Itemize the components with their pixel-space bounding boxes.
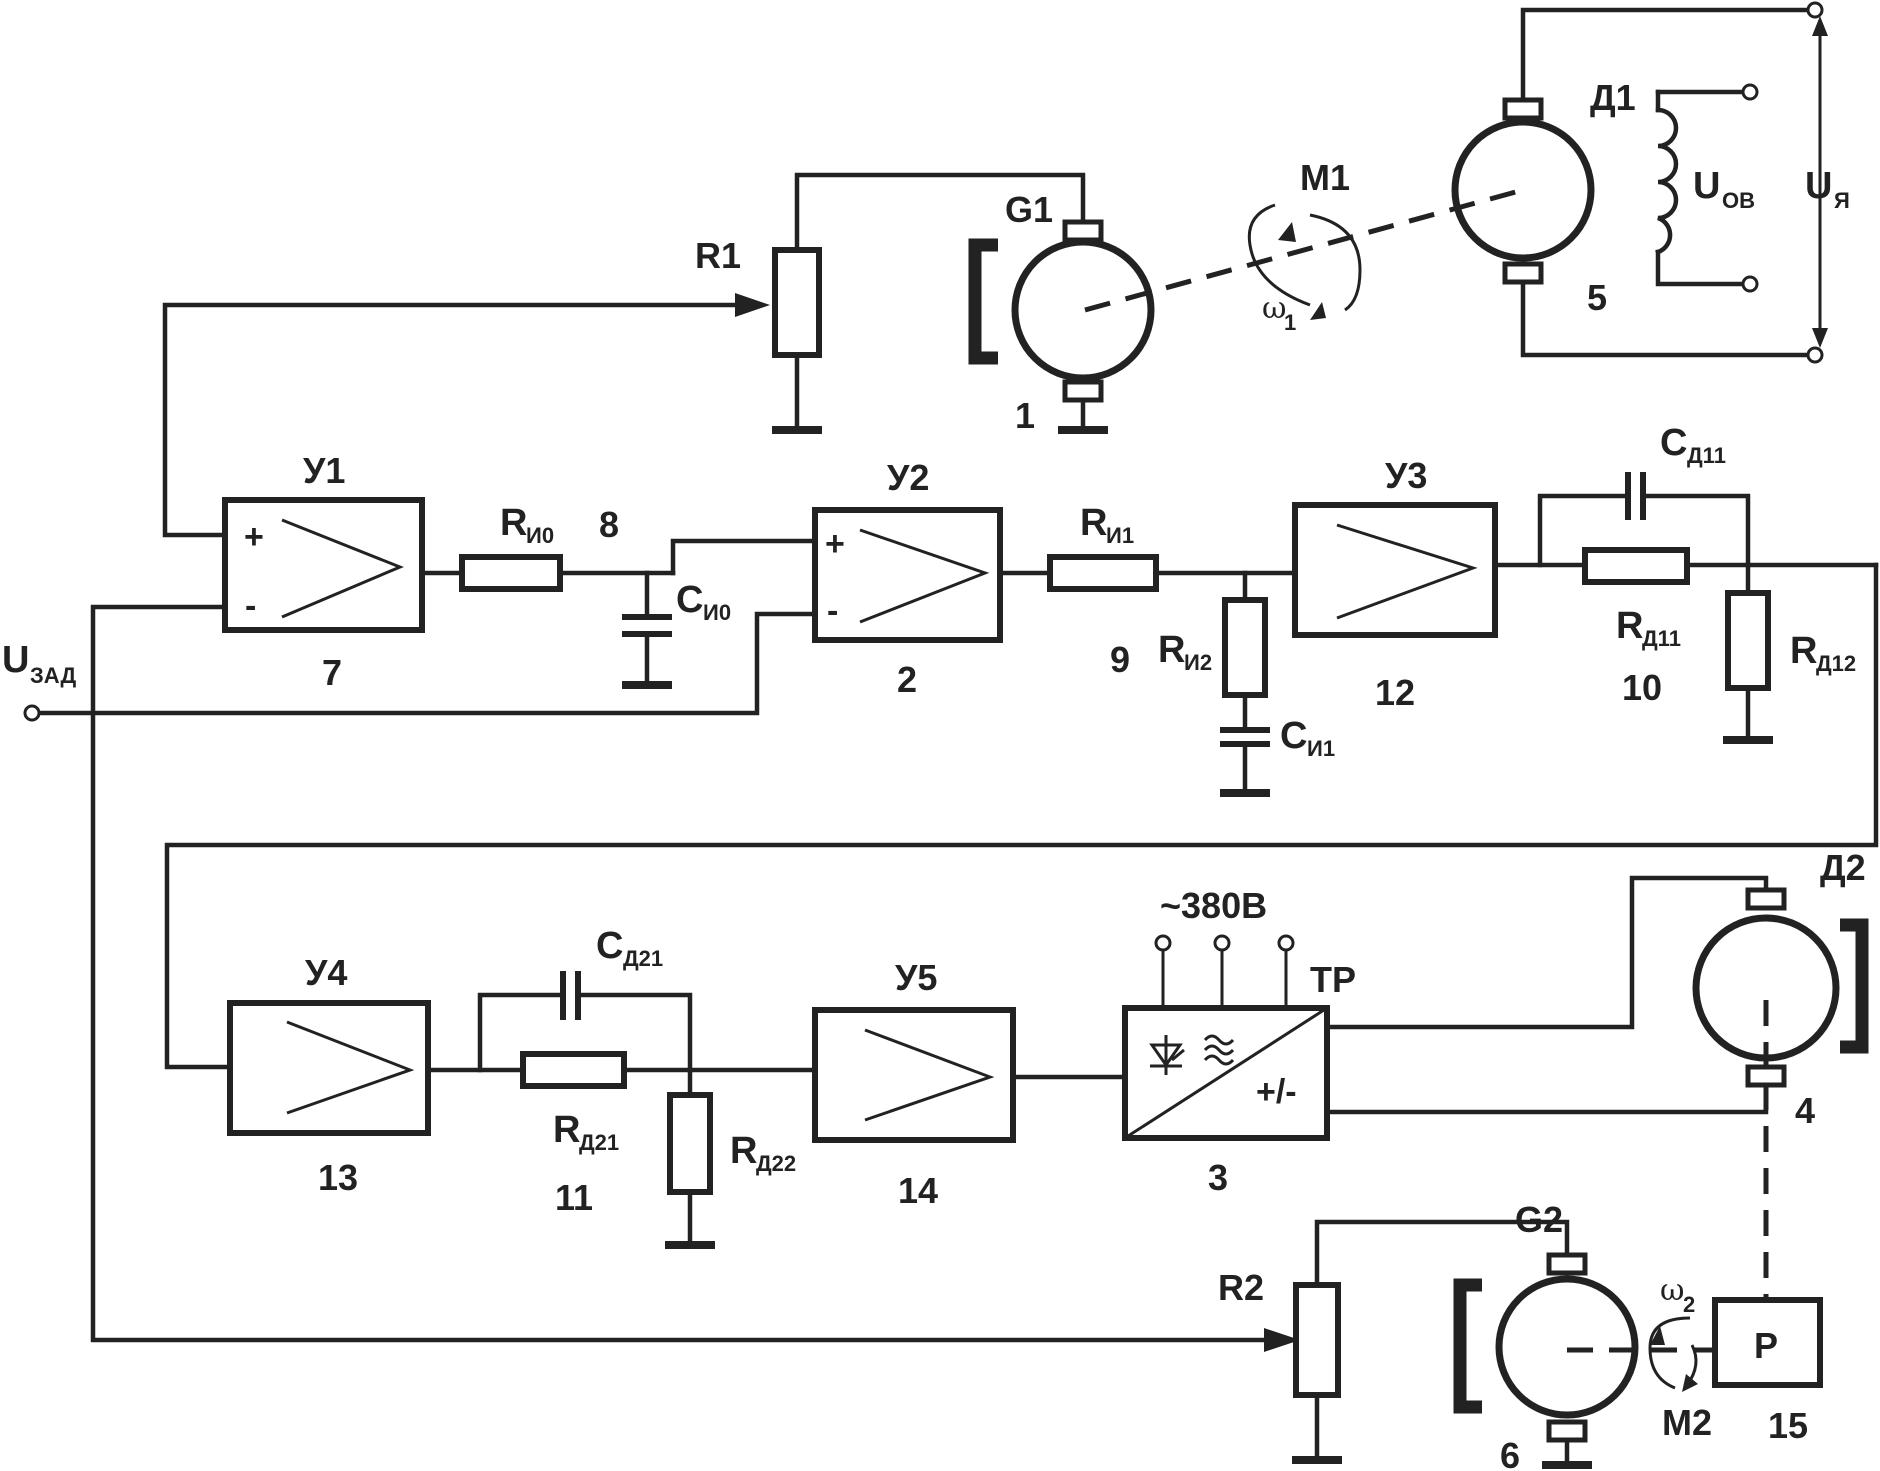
ri1-resistor (1047, 554, 1159, 592)
m2-label: M2 (1662, 1402, 1712, 1443)
rd22-label: R (730, 1130, 757, 1172)
y2-label: У2 (887, 457, 929, 498)
r1-resistor (772, 247, 822, 358)
num-2: 2 (897, 659, 917, 700)
r1-wiper-arrow (735, 293, 770, 317)
ri0-resistor (459, 554, 563, 592)
tp-plusminus: +/- (1256, 1073, 1297, 1111)
num-3: 3 (1208, 1157, 1228, 1198)
wires (29, 7, 1879, 1468)
amplifier-y4: У4 13 (227, 952, 431, 1198)
num-14: 14 (898, 1170, 938, 1211)
y2-plus: + (825, 525, 845, 563)
ci1-sub: И1 (1307, 736, 1335, 761)
omega1-sub: 1 (1284, 310, 1296, 335)
ri1-sub: И1 (1106, 523, 1134, 548)
m1-label: M1 (1300, 157, 1350, 198)
uzad-sub: ЗАД (30, 663, 76, 688)
cd11-sub: Д11 (1687, 443, 1726, 468)
torque-m1: M1 ω 1 (1247, 157, 1362, 335)
amplifier-y5: У5 14 (812, 957, 1016, 1211)
tp-label: TP (1310, 959, 1356, 1000)
motor-d2: Д2 4 (1692, 847, 1869, 1131)
tachogenerator-g2: G2 6 (1453, 1199, 1639, 1471)
p-label: P (1754, 1325, 1778, 1366)
amplifier-y1: У1 + - 7 (222, 450, 425, 693)
ci0-label: C (676, 579, 703, 621)
rd12-resistor (1725, 590, 1771, 691)
ri2-resistor (1222, 597, 1268, 698)
ci0-sub: И0 (703, 600, 731, 625)
num-9: 9 (1110, 639, 1130, 680)
y3-label: У3 (1385, 455, 1427, 496)
gearbox-p: P 15 (1712, 1297, 1823, 1446)
uov-label: U (1693, 165, 1720, 207)
r2-label: R2 (1218, 1267, 1264, 1308)
uya-sub: Я (1834, 188, 1850, 213)
y1-label: У1 (303, 450, 345, 491)
num-11: 11 (555, 1177, 593, 1218)
d2-label: Д2 (1820, 847, 1866, 888)
ri0-label: R (500, 502, 527, 544)
ci1-label: C (1280, 715, 1307, 757)
cd11-label: C (1660, 422, 1687, 464)
y2-minus: - (827, 592, 838, 630)
ri2-label: R (1158, 629, 1185, 671)
r1-label: R1 (695, 235, 741, 276)
r2-resistor (1293, 1282, 1341, 1398)
uya-label: U (1805, 165, 1832, 207)
rd21-resistor (520, 1051, 627, 1089)
grounds (622, 426, 1773, 1469)
supply-label: ~380B (1160, 885, 1267, 926)
d1-label: Д1 (1590, 77, 1636, 118)
rd22-resistor (667, 1092, 713, 1195)
resistors: R1 R2 R И0 8 R И1 9 R И2 R Д11 10 R Д12 … (459, 235, 1856, 1398)
num-13: 13 (318, 1157, 358, 1198)
omega1-label: ω (1262, 291, 1286, 326)
y1-minus: - (245, 587, 256, 625)
y5-label: У5 (895, 957, 937, 998)
u-zad-input: U ЗАД (2, 639, 76, 722)
g1-label: G1 (1005, 189, 1053, 230)
num-8: 8 (599, 504, 619, 545)
thyristor-converter-tp: +/- ~380B TP 3 (1122, 885, 1356, 1198)
num-1: 1 (1015, 395, 1035, 436)
torque-m2: ω 2 M2 (1648, 1273, 1712, 1443)
rd11-label: R (1616, 605, 1643, 647)
amplifier-y2: У2 + - 2 (812, 457, 1003, 700)
tachogenerator-g1: G1 1 (968, 189, 1155, 436)
omega2-label: ω (1660, 1273, 1684, 1308)
num-10: 10 (1622, 667, 1662, 708)
ri2-sub: И2 (1184, 650, 1212, 675)
rd21-sub: Д21 (579, 1130, 619, 1155)
rd11-resistor (1582, 547, 1690, 585)
capacitors: C И0 C И1 C Д11 C Д21 (560, 422, 1726, 1020)
y4-label: У4 (305, 952, 347, 993)
rd12-label: R (1790, 630, 1817, 672)
rd21-label: R (553, 1109, 580, 1151)
shaft-g1-d1 (1084, 187, 1524, 313)
uov-sub: ОВ (1722, 188, 1755, 213)
num-5: 5 (1587, 277, 1607, 318)
num-6: 6 (1500, 1435, 1520, 1471)
num-4: 4 (1795, 1090, 1815, 1131)
ri1-label: R (1080, 502, 1107, 544)
r2-wiper-arrow (1264, 1328, 1300, 1352)
g2-label: G2 (1515, 1199, 1563, 1240)
cd21-label: C (596, 925, 623, 967)
rd11-sub: Д11 (1642, 626, 1681, 651)
cd21-sub: Д21 (623, 946, 663, 971)
rd12-sub: Д12 (1816, 651, 1856, 676)
ri0-sub: И0 (526, 523, 554, 548)
rd22-sub: Д22 (756, 1151, 796, 1176)
omega2-sub: 2 (1683, 1292, 1695, 1317)
amplifier-y3: У3 12 (1292, 455, 1498, 713)
num-15: 15 (1768, 1405, 1808, 1446)
num-12: 12 (1375, 672, 1415, 713)
num-7: 7 (322, 652, 342, 693)
y1-plus: + (244, 518, 264, 556)
motor-d1: Д1 5 U ОВ U Я (1451, 1, 1850, 364)
uzad-label: U (2, 639, 29, 681)
